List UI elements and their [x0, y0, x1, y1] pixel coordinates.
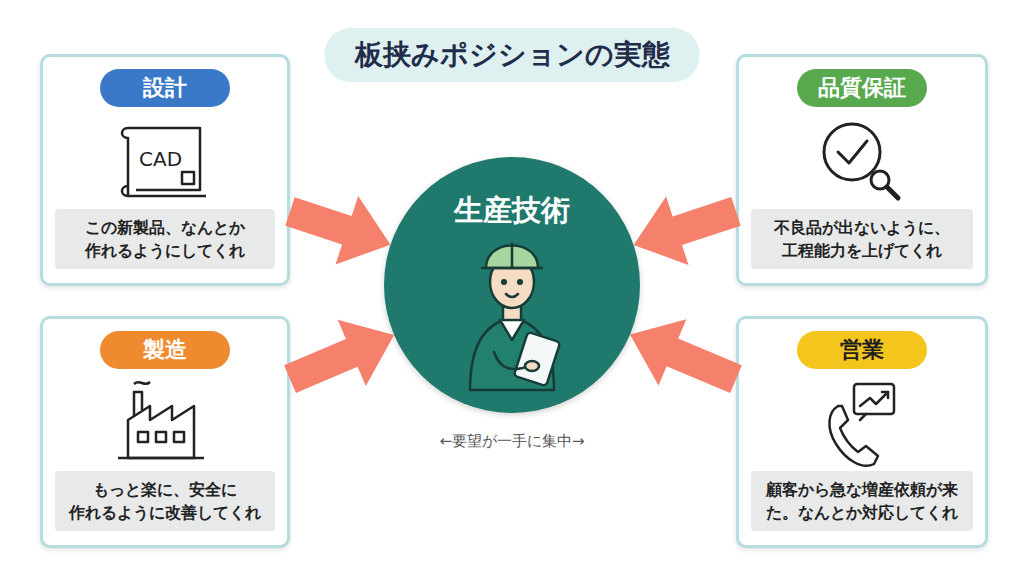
cad-icon — [122, 128, 206, 196]
bubble-tail — [860, 414, 866, 420]
check-mark — [838, 141, 867, 163]
chart-arrow — [882, 392, 888, 398]
phone-chart-icon — [829, 384, 894, 466]
blueprint-roll — [122, 128, 128, 196]
factory-window — [174, 432, 184, 442]
factory-icon — [118, 382, 204, 458]
worker-body — [470, 318, 554, 390]
worker-collar — [500, 320, 524, 340]
chart-line — [860, 392, 888, 406]
request-text: この新製品、なんとか 作れるようにしてくれ — [55, 209, 275, 269]
request-box: 営業顧客から急な増産依頼が来 た。なんとか対応してくれ — [736, 316, 988, 548]
blueprint-edge — [128, 195, 206, 198]
factory-window — [156, 432, 166, 442]
worker-hand — [525, 361, 539, 371]
request-text: 不良品が出ないように、 工程能力を上げてくれ — [751, 209, 973, 269]
worker-arm — [494, 352, 530, 369]
request-text: もっと楽に、安全に 作れるように改善してくれ — [55, 471, 275, 531]
smoke — [134, 382, 150, 384]
annotation-note: ←要望が一手に集中→ — [439, 432, 584, 451]
worker-face — [490, 256, 534, 308]
block-arrow — [634, 197, 741, 265]
request-text: 顧客から急な増産依頼が来 た。なんとか対応してくれ — [751, 471, 973, 531]
inspection-icon — [824, 124, 898, 198]
tablet — [514, 332, 561, 386]
request-box: 品質保証不良品が出ないように、 工程能力を上げてくれ — [736, 54, 988, 286]
magnifier-lens — [871, 171, 889, 189]
helmet-ridge — [511, 244, 514, 266]
diagram-title: 板挟みポジションの実態 — [325, 28, 700, 82]
worker-eye — [502, 280, 506, 284]
worker-eye — [518, 280, 522, 284]
chimney — [134, 392, 142, 416]
ground-line — [118, 457, 204, 460]
magnifier-handle — [887, 187, 898, 198]
factory-building — [128, 406, 194, 458]
blueprint-sheet — [128, 128, 200, 190]
department-pill: 設計 — [100, 69, 230, 107]
block-arrow — [630, 319, 742, 393]
worker-illustration — [470, 244, 560, 390]
block-arrow — [285, 196, 390, 264]
blueprint-mark — [182, 172, 194, 184]
worker-helmet — [486, 246, 538, 269]
worker-neck — [503, 296, 521, 320]
lens-circle — [824, 124, 880, 180]
worker-mouth — [506, 294, 518, 297]
chart-bubble — [854, 384, 894, 414]
block-arrow — [284, 320, 394, 393]
icon-label: CAD — [139, 147, 182, 171]
role-title: 生産技術 — [384, 191, 640, 231]
department-pill: 製造 — [100, 331, 230, 369]
factory-window — [138, 432, 148, 442]
phone-handset — [829, 406, 878, 466]
role-circle: 生産技術 — [384, 157, 640, 413]
request-box: 製造もっと楽に、安全に 作れるように改善してくれ — [40, 316, 290, 548]
helmet-brim — [482, 267, 542, 270]
department-pill: 営業 — [797, 331, 927, 369]
department-pill: 品質保証 — [797, 69, 927, 107]
